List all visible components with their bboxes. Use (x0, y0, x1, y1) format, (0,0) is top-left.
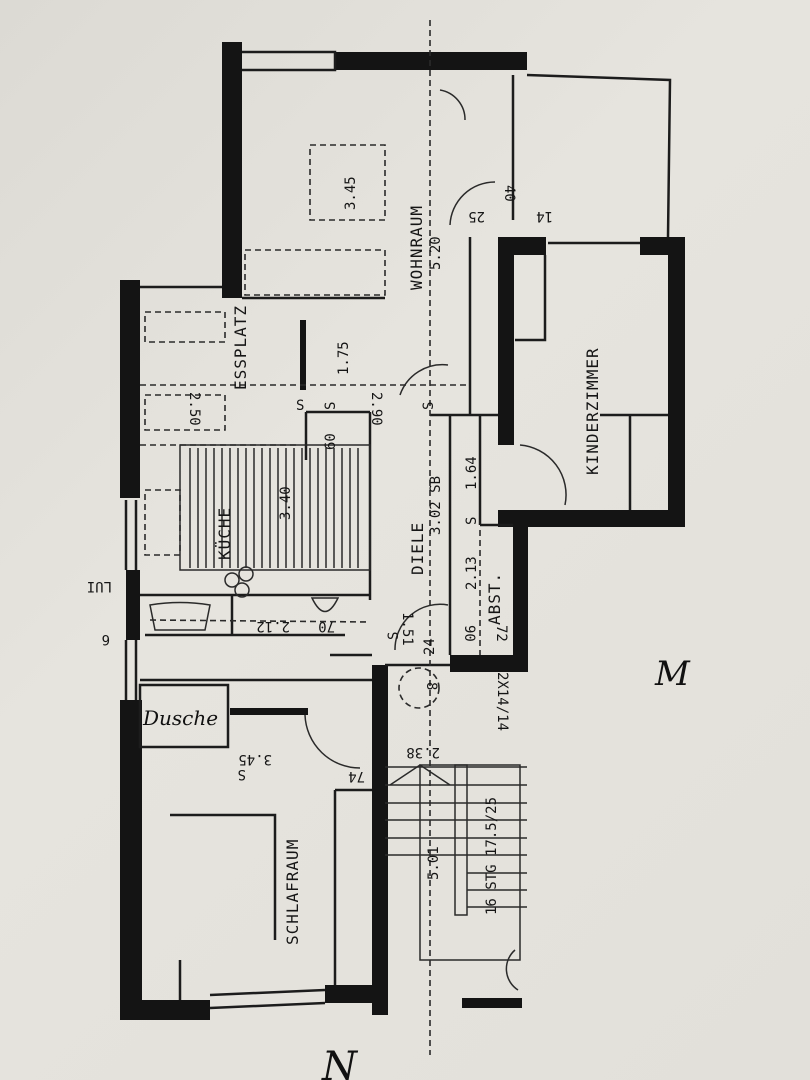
dim-stair-length: 5.01 (426, 846, 442, 880)
dim-door-a: 25 (468, 208, 485, 224)
wall-left-lower (120, 700, 142, 1020)
wall-bottom-left (120, 1000, 210, 1020)
unit-number: 8 (423, 682, 439, 690)
staircase (385, 667, 527, 961)
wall-stair-bottom (462, 998, 522, 1008)
dim-wohnraum-table: 3.45 (343, 176, 359, 210)
s-mark: S (386, 632, 402, 640)
walls (120, 42, 685, 1020)
labels: WOHNRAUM 5.20 3.45 KINDERZIMMER ESSPLATZ… (87, 176, 691, 1080)
s-mark: S (464, 517, 480, 525)
dim-wc: 70 (318, 618, 335, 634)
door-diele-wohnraum[interactable] (399, 363, 449, 396)
dim-essplatz-height: 1.75 (336, 341, 352, 375)
room-label-kinderzimmer: KINDERZIMMER (583, 347, 602, 475)
s-mark: S (238, 766, 246, 782)
dim-diele-b: 2.13 (464, 556, 480, 590)
dim-left-edge: 6 (102, 631, 110, 647)
doors (304, 89, 567, 991)
wall-left-upper (120, 280, 140, 498)
dim-bath-a: 1.51 (399, 612, 415, 646)
wall-kinder-left (498, 237, 514, 445)
stair-spec: 2X14/14 (494, 672, 510, 731)
room-label-diele: DIELE (408, 522, 427, 575)
furniture (140, 20, 481, 1055)
room-label-essplatz: ESSPLATZ (231, 305, 250, 390)
dim-bath-width: 2.12 (256, 618, 290, 634)
dim-door-b: 14 (536, 208, 553, 224)
dim-kueche: 3.40 (278, 486, 294, 520)
dim-essplatz: 2.50 (186, 392, 202, 426)
interior-lines (124, 50, 672, 1010)
wall-schlafraum-right (372, 665, 388, 1015)
room-label-abstellraum: ABST. (485, 572, 504, 625)
dim-door-schlaf: 74 (348, 768, 365, 784)
room-label-schlafraum: SCHLAFRAUM (283, 839, 302, 945)
dim-schlafraum: 3.45 (238, 751, 272, 767)
s-mark: S (421, 402, 437, 410)
wall-bottom-right (325, 985, 387, 1003)
dim-abst-a: 90 (461, 625, 477, 642)
door-kinderzimmer[interactable] (519, 444, 567, 506)
left-label: LUI (87, 578, 112, 594)
room-label-kueche: KÜCHE (215, 507, 234, 560)
dim-door-c: 40 (501, 185, 517, 202)
wall-kinder-right (668, 237, 685, 527)
s-mark: S (296, 398, 304, 414)
wall-left-mid (126, 570, 140, 640)
unit-circle (398, 667, 440, 709)
door-balcony[interactable] (439, 89, 466, 121)
dim-opening: 2.90 (368, 392, 384, 426)
wall-abst-bottom (450, 655, 528, 672)
door-stair[interactable] (505, 949, 519, 991)
stairs-spec: 16 STG 17.5/25 (484, 797, 500, 915)
dim-diele-a: 1.64 (464, 456, 480, 490)
handwritten-dusche: Dusche (142, 706, 218, 730)
s-mark: S (323, 402, 339, 410)
dim-bath-b: 24 (422, 638, 438, 655)
door-wohnraum[interactable] (449, 181, 496, 226)
dim-diele: 3.02 SB (428, 476, 444, 535)
kitchen-counter-hatch (179, 444, 371, 598)
dim-niche: 60 (323, 433, 339, 450)
dim-abst-b: 72 (493, 625, 509, 642)
wall-abst-right (513, 525, 528, 670)
handwritten-n: N (321, 1044, 359, 1080)
room-label-wohnraum: WOHNRAUM (407, 205, 426, 290)
wall-wohnraum-top (335, 52, 527, 70)
wall-kinder-bottom (498, 510, 685, 527)
wall-wohnraum-left (222, 42, 242, 298)
wall-essplatz-divider (300, 320, 306, 390)
dim-stair-width: 2.38 (406, 744, 440, 760)
door-entrance[interactable] (394, 603, 449, 651)
handwritten-m: M (654, 654, 691, 694)
door-schlafraum[interactable] (304, 714, 361, 769)
dim-wohnraum: 5.20 (428, 236, 444, 270)
wall-dusche (230, 708, 308, 715)
